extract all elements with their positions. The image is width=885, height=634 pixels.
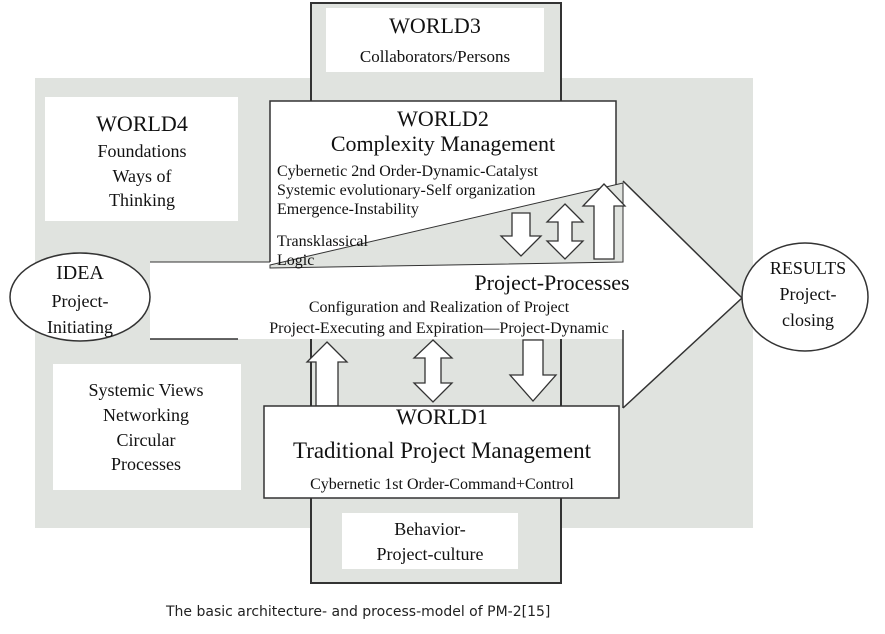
process-arrow <box>150 181 742 408</box>
world3-subtitle: Collaborators/Persons <box>360 47 510 66</box>
world2-line1: Cybernetic 2nd Order-Dynamic-Catalyst <box>277 163 538 180</box>
double-arrow-lower-icon <box>412 339 454 403</box>
world4-line3: Thinking <box>109 190 175 210</box>
results-line1: Project- <box>780 284 837 304</box>
behavior-box <box>342 513 518 569</box>
idea-line2: Initiating <box>47 317 113 337</box>
world4-line1: Foundations <box>97 141 186 161</box>
world4-title: WORLD4 <box>96 111 188 136</box>
down-arrow-lower-icon <box>508 339 558 402</box>
world3-box <box>326 8 544 72</box>
systemic-line3: Circular <box>117 430 176 450</box>
world2-wedge <box>269 182 624 269</box>
behavior-line1: Behavior- <box>394 519 466 539</box>
process-title: Project-Processes <box>474 270 629 295</box>
double-arrow-icon <box>545 203 585 260</box>
process-line2: Project-Executing and Expiration—Project… <box>269 320 608 337</box>
down-arrow-icon <box>499 212 543 257</box>
idea-line1: Project- <box>52 291 109 311</box>
systemic-line2: Networking <box>103 405 189 425</box>
world1-title: WORLD1 <box>396 404 488 429</box>
systemic-views-box <box>53 364 241 490</box>
world4-box <box>45 97 238 221</box>
results-title: RESULTS <box>770 258 846 278</box>
world4-line2: Ways of <box>112 166 171 186</box>
idea-ellipse <box>9 252 151 342</box>
world1-box <box>263 405 620 499</box>
systemic-line4: Processes <box>111 454 181 474</box>
results-ellipse <box>741 242 869 352</box>
figure-caption: The basic architecture- and process-mode… <box>165 604 550 620</box>
world1-subtitle: Traditional Project Management <box>293 438 592 463</box>
world2-title: WORLD2 <box>397 106 489 131</box>
systemic-line1: Systemic Views <box>88 380 203 400</box>
world2-line5: Logic <box>277 252 314 269</box>
world2-line4: Transklassical <box>277 233 369 250</box>
up-arrow-icon <box>581 183 627 260</box>
world2-line2: Systemic evolutionary-Self organization <box>277 182 535 199</box>
world3-title: WORLD3 <box>389 13 481 38</box>
idea-title: IDEA <box>56 262 104 284</box>
results-line2: closing <box>782 310 834 330</box>
process-line1: Configuration and Realization of Project <box>309 299 570 316</box>
world2-line3: Emergence-Instability <box>277 201 419 218</box>
world1-line1: Cybernetic 1st Order-Command+Control <box>310 476 574 493</box>
world2-subtitle: Complexity Management <box>331 131 555 156</box>
behavior-line2: Project-culture <box>377 544 484 564</box>
